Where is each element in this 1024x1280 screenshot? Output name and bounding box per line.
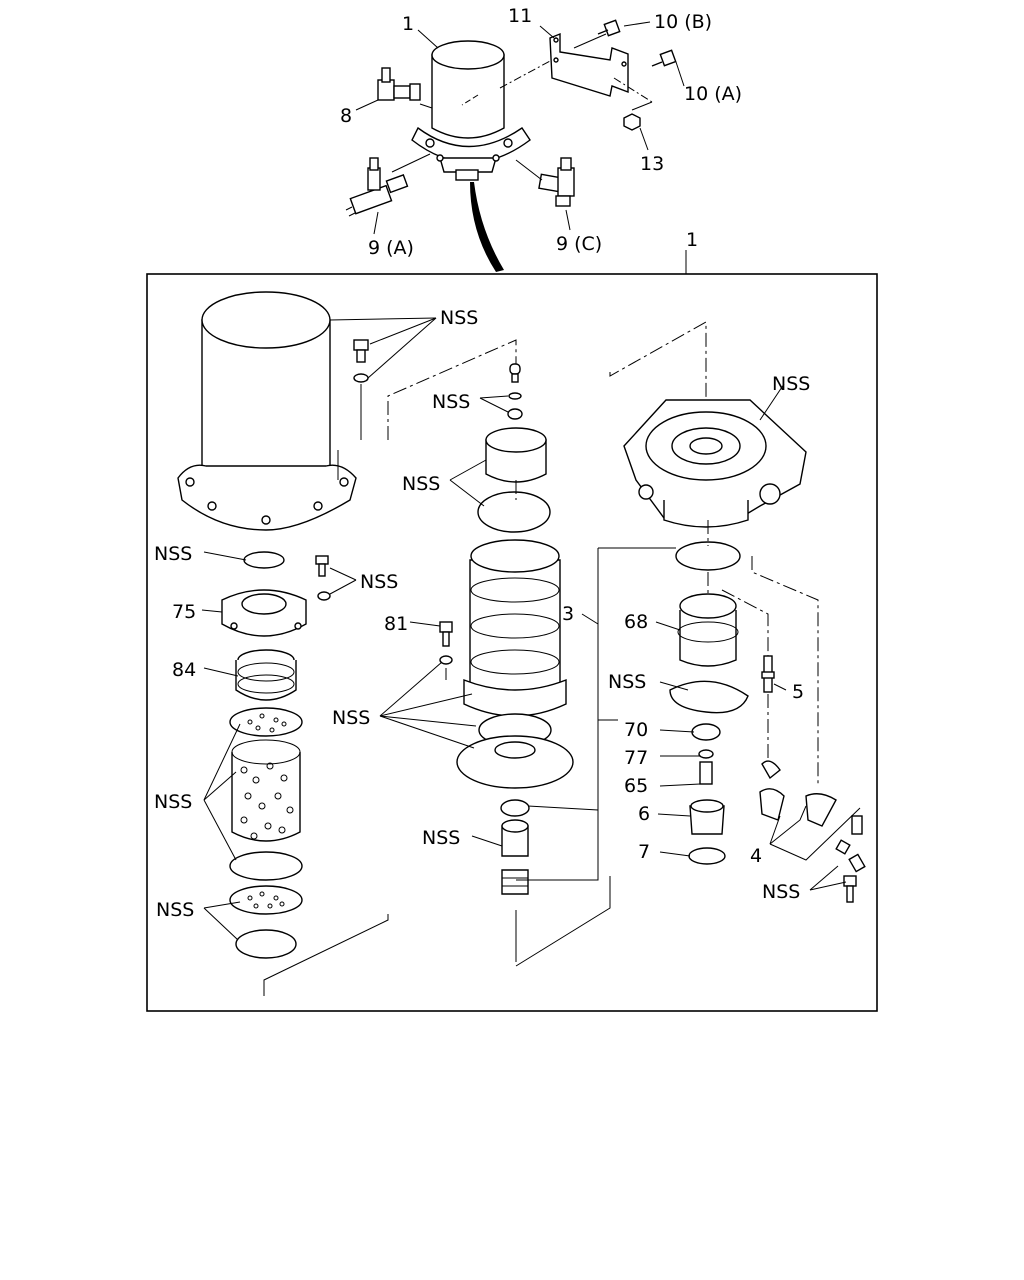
callout-part-65: 65 <box>624 775 648 797</box>
elbow-fitting-8 <box>377 67 421 101</box>
callout-part-77: 77 <box>624 747 648 769</box>
callout-nss-piston: NSS <box>402 473 440 495</box>
bolt-10b <box>597 19 621 37</box>
bracket-11 <box>549 32 629 97</box>
callout-part-5: 5 <box>792 681 804 703</box>
callout-nss-cap-screw: NSS <box>360 571 398 593</box>
callout-part-84: 84 <box>172 659 196 681</box>
callout-part-81: 81 <box>384 613 408 635</box>
callout-part-68: 68 <box>624 611 648 633</box>
callout-labels: 1 11 10 (B) 10 (A) 8 13 9 (A) 9 (C) 1 NS… <box>154 5 810 921</box>
callout-nss-valve: NSS <box>422 827 460 849</box>
callout-nss-heater: NSS <box>762 881 800 903</box>
desiccant-cartridge <box>229 707 303 959</box>
canister-top <box>411 40 531 181</box>
tee-fitting-9a <box>345 157 409 217</box>
callout-elbow-c: 9 (C) <box>556 233 602 255</box>
callout-part-7: 7 <box>638 841 650 863</box>
callout-nss-housing: NSS <box>772 373 810 395</box>
detail-leader-lines <box>201 317 861 941</box>
callout-nss-cover-bolt: NSS <box>440 307 478 329</box>
cover-canister <box>177 291 357 531</box>
callout-part-6: 6 <box>638 803 650 825</box>
callout-bolt-a: 10 (A) <box>684 83 742 105</box>
bracket-lines <box>263 547 676 996</box>
callout-tee: 9 (A) <box>368 237 414 259</box>
callout-nss-snap-ring: NSS <box>608 671 646 693</box>
top-leader-lines <box>355 21 685 235</box>
top-assembly <box>345 19 685 272</box>
callout-nss-filter: NSS <box>156 899 194 921</box>
center-column <box>439 363 574 895</box>
detail-frame <box>146 273 878 1012</box>
callout-nss-desiccant: NSS <box>154 791 192 813</box>
callout-bolt-b: 10 (B) <box>654 11 712 33</box>
callout-assembly-box: 1 <box>686 229 698 251</box>
elbow-fitting-9c <box>538 157 575 207</box>
callout-nss-cap: NSS <box>154 543 192 565</box>
callout-part-70: 70 <box>624 719 648 741</box>
callout-elbow: 8 <box>340 105 352 127</box>
assembly-lines <box>360 321 819 786</box>
callout-part-75: 75 <box>172 601 196 623</box>
cap-75 <box>221 551 331 637</box>
callout-assembly-top: 1 <box>402 13 414 35</box>
callout-nss-seals: NSS <box>332 707 370 729</box>
detail-arrow <box>470 182 504 272</box>
callout-part-3: 3 <box>562 603 574 625</box>
callout-part-4: 4 <box>750 845 762 867</box>
callout-nss-screw-top: NSS <box>432 391 470 413</box>
callout-nut: 13 <box>640 153 664 175</box>
nut-13 <box>623 113 641 131</box>
spring-84 <box>235 649 297 701</box>
callout-bracket: 11 <box>508 5 532 27</box>
valve-housing <box>623 399 866 903</box>
bolt-10a <box>651 49 677 67</box>
